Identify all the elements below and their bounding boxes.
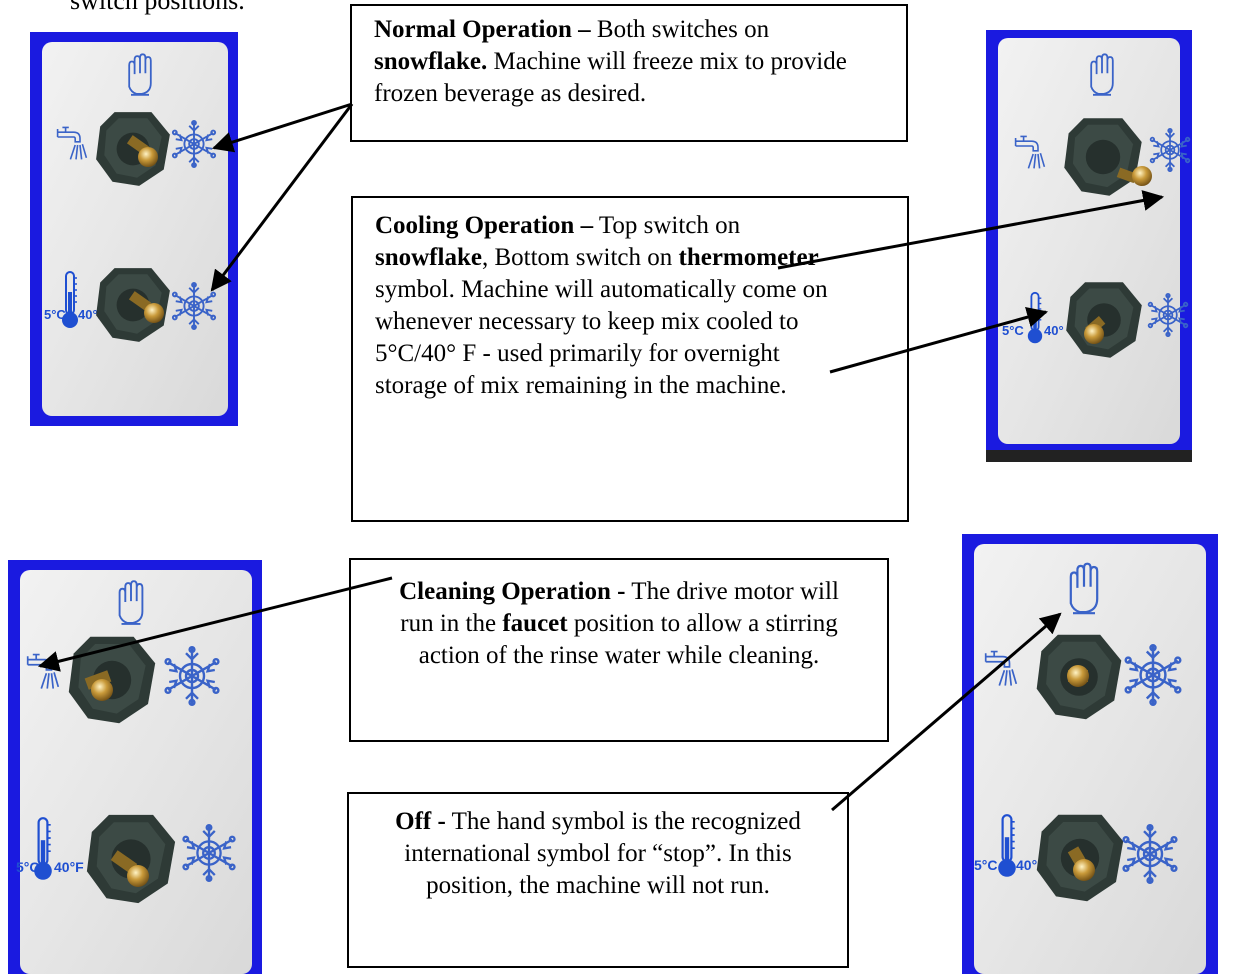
callout-cleaning-text-2: position to allow a stirring action of t…	[418, 610, 838, 669]
callout-off-title: Off -	[395, 808, 446, 835]
callout-off-text-1: The hand symbol is the recognized intern…	[404, 808, 801, 899]
callout-cleaning-title: Cleaning Operation -	[399, 578, 626, 605]
switch-panel-normal: 5°C 40°F	[30, 32, 238, 426]
callout-cooling-text-1: Top switch on	[593, 212, 741, 239]
callout-cooling-bold-1: snowflake	[375, 244, 482, 271]
switch-panel-cleaning-image: 5°C 40°F	[8, 560, 262, 974]
panel-normal-celsius: 5°C	[44, 307, 66, 322]
callout-cooling-title: Cooling Operation –	[375, 212, 594, 239]
switch-panel-cleaning: 5°C 40°F	[8, 560, 262, 974]
cut-off-heading-text: switch positions.	[70, 0, 245, 15]
callout-normal-bold-1: snowflake.	[374, 48, 488, 75]
callout-cleaning-bold-1: faucet	[502, 610, 568, 637]
panel-off-celsius: 5°C	[974, 857, 998, 873]
callout-cooling-bold-2: thermometer	[678, 244, 819, 271]
callout-cooling-text-2: , Bottom switch on	[481, 244, 679, 271]
switch-panel-off: 5°C 40°	[962, 534, 1218, 974]
switch-panel-cooling: 5°C 40°	[986, 30, 1192, 462]
callout-normal-operation: Normal Operation – Both switches on snow…	[350, 4, 908, 142]
switch-panel-normal-image: 5°C 40°F	[30, 32, 238, 426]
panel-cooling-fahrenheit: 40°	[1044, 323, 1064, 338]
switch-panel-cooling-image: 5°C 40°	[986, 30, 1192, 462]
panel-cooling-celsius: 5°C	[1002, 323, 1024, 338]
callout-off: Off - The hand symbol is the recognized …	[347, 792, 849, 968]
callout-cleaning-text-1: The drive motor will run in the	[400, 578, 839, 637]
panel-off-fahrenheit: 40°	[1016, 857, 1037, 873]
callout-cooling-text-3: symbol. Machine will automatically come …	[375, 276, 828, 399]
switch-panel-off-image: 5°C 40°	[962, 534, 1218, 974]
callout-normal-text-2: Machine will freeze mix to provide froze…	[374, 48, 847, 107]
callout-cleaning-operation: Cleaning Operation - The drive motor wil…	[349, 558, 889, 742]
callout-normal-text-1: Both switches on	[590, 16, 770, 43]
callout-cooling-operation: Cooling Operation – Top switch on snowfl…	[351, 196, 909, 522]
panel-cleaning-fahrenheit: 40°F	[54, 859, 84, 875]
panel-cleaning-celsius: 5°C	[16, 859, 40, 875]
callout-normal-title: Normal Operation –	[374, 16, 591, 43]
